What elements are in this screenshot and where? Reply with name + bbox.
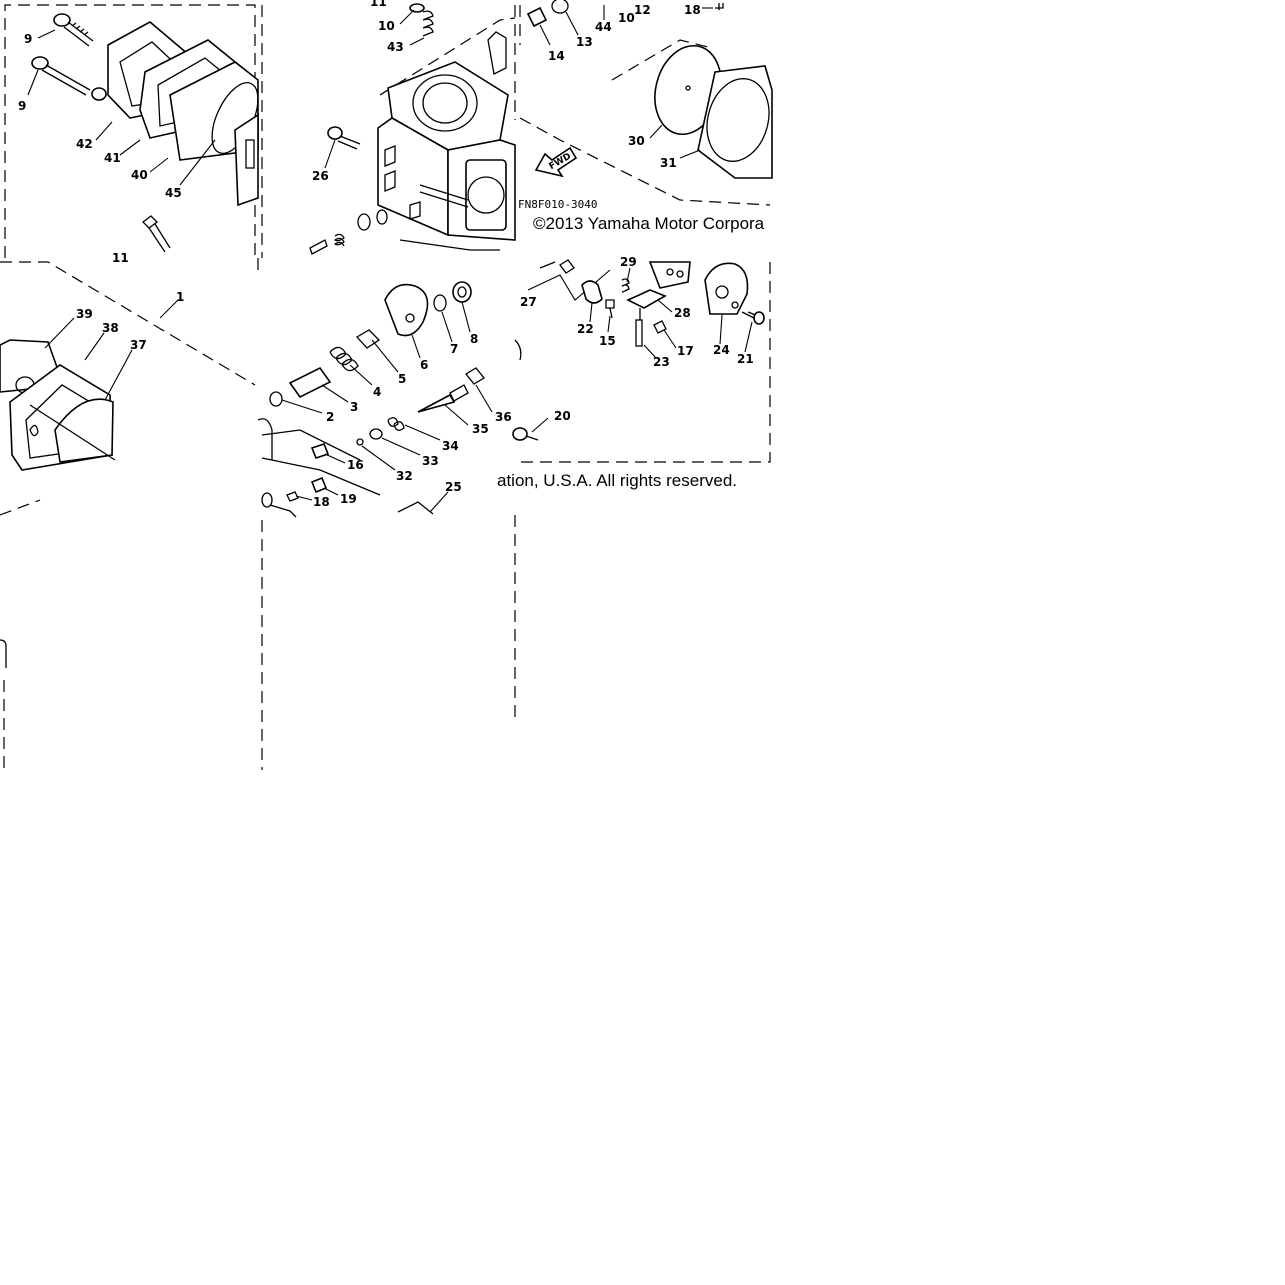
callout-28: 28 [674,306,691,320]
callout-12: 12 [634,3,651,17]
callout-23: 23 [653,355,670,369]
callout-5: 5 [398,372,406,386]
callout-33: 33 [422,454,439,468]
callout-44: 44 [595,20,612,34]
cam-24 [704,262,749,315]
screw-20 [512,427,539,441]
callout-4: 4 [373,385,381,399]
callout-21: 21 [737,352,754,366]
callout-31: 31 [660,156,677,170]
callout-20: 20 [554,409,571,423]
callout-7: 7 [450,342,458,356]
callout-14: 14 [548,49,565,63]
fwd-arrow-icon: FWD [534,146,578,178]
callout-1: 1 [176,290,184,304]
callout-15: 15 [599,334,616,348]
callout-6: 6 [420,358,428,372]
callout-25: 25 [445,480,462,494]
callout-41: 41 [104,151,121,165]
callout-16: 16 [347,458,364,472]
copyright-top: ©2013 Yamaha Motor Corpora [533,214,765,233]
tile-top-right: FWD [519,0,773,206]
callout-45: 45 [165,186,182,200]
callout-37: 37 [130,338,147,352]
callout-22: 22 [577,322,594,336]
callout-43: 43 [387,40,404,54]
cover-31 [697,65,773,179]
copyright-bottom: ation, U.S.A. All rights reserved. [497,471,737,490]
callout-18-upper: 18 [684,3,701,17]
callout-42: 42 [76,137,93,151]
throttle-cam-6 [384,283,429,337]
callout-34: 34 [442,439,459,453]
callout-36: 36 [495,410,512,424]
callout-11-lower: 11 [112,251,129,265]
callout-32: 32 [396,469,413,483]
bolt-9-upper [53,13,94,47]
callout-9-upper: 9 [24,32,32,46]
callout-26: 26 [312,169,329,183]
tile-middle-left [0,261,256,516]
tile-bottom-left [0,520,263,770]
callout-2: 2 [326,410,334,424]
callout-17: 17 [677,344,694,358]
tile-top-middle [261,3,516,258]
bolt-9-lower [31,56,107,101]
tile-center [257,258,493,518]
callout-30: 30 [628,134,645,148]
callout-39: 39 [76,307,93,321]
spring-43 [409,3,434,37]
callout-40: 40 [131,168,148,182]
callout-3: 3 [350,400,358,414]
collar-8 [452,281,472,303]
callout-10-right: 10 [618,11,635,25]
callout-11-upper: 11 [370,0,387,9]
tile-middle-right [512,259,771,463]
callout-19: 19 [340,492,357,506]
callout-9-lower: 9 [18,99,26,113]
screw-26 [327,126,361,150]
callout-8: 8 [470,332,478,346]
callout-29: 29 [620,255,637,269]
callout-27: 27 [520,295,537,309]
drawing-code: FN8F010-3040 [518,198,597,211]
callout-13: 13 [576,35,593,49]
callout-24: 24 [713,343,730,357]
carburetor-body [377,31,516,251]
callout-35: 35 [472,422,489,436]
needle-35 [417,367,485,413]
callout-10-upper: 10 [378,19,395,33]
tile-top-left [4,4,259,258]
callout-18-lower: 18 [313,495,330,509]
callout-38: 38 [102,321,119,335]
